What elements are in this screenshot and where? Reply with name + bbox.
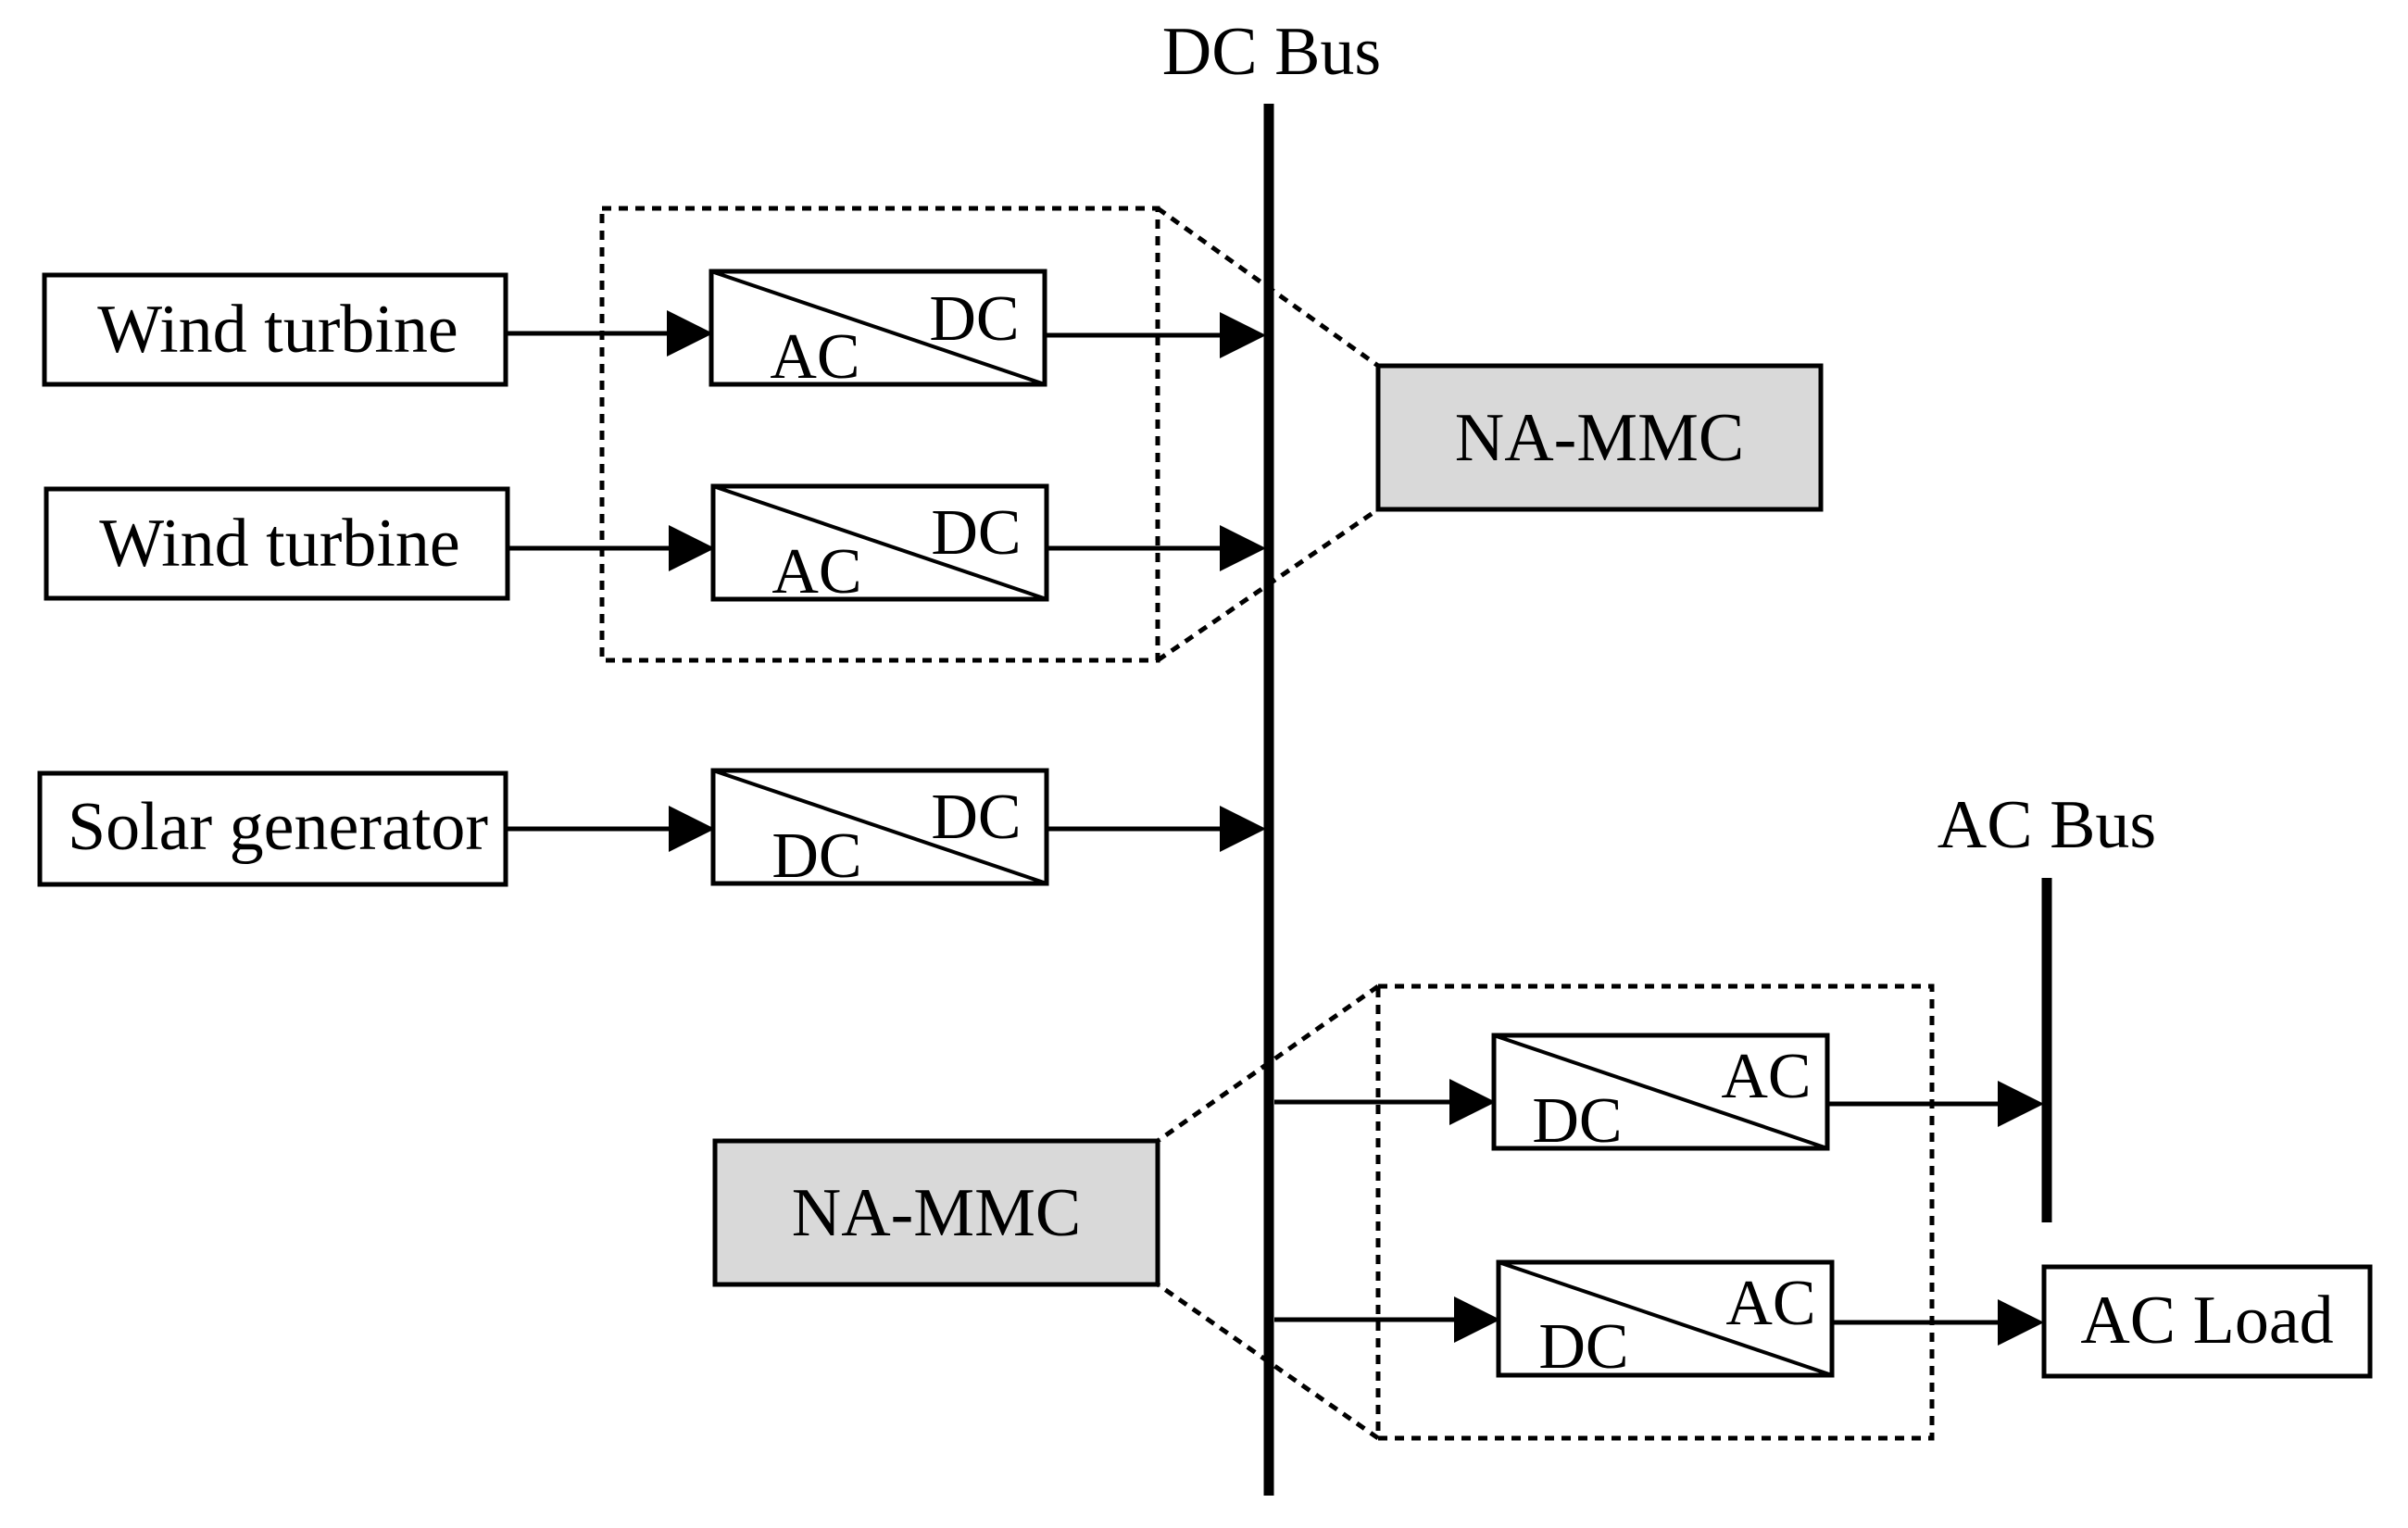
solar-generator-label: Solar generator (68, 789, 488, 865)
wind-converter-group (599, 206, 1160, 663)
ac-bus-label: AC Bus (1938, 787, 2156, 863)
na-mmc-top: NA-MMC (1375, 363, 1824, 512)
converter-2-in-label: AC (771, 536, 861, 607)
ac-load: AC Load (2041, 1264, 2373, 1379)
na-mmc-top-label: NA-MMC (1455, 400, 1744, 476)
converter-5-in-label: DC (1538, 1311, 1628, 1383)
wind-turbine-2-label: Wind turbine (99, 506, 460, 582)
bottom-zoom-line-lower (1156, 1282, 1380, 1441)
top-zoom-line-upper (1156, 206, 1380, 369)
converter-dc-ac-1: DC AC (1491, 1033, 1830, 1157)
ac-load-label: AC Load (2080, 1283, 2333, 1359)
dc-bus-label: DC Bus (1162, 14, 1381, 90)
converter-ac-dc-1: AC DC (709, 269, 1047, 393)
converter-1-in-label: AC (770, 321, 859, 393)
converter-4-out-label: AC (1721, 1041, 1811, 1112)
wind-turbine-2: Wind turbine (44, 486, 510, 601)
converter-dc-ac-2: DC AC (1496, 1259, 1835, 1383)
converter-5-out-label: AC (1725, 1268, 1815, 1339)
converter-dc-dc: DC DC (710, 768, 1049, 892)
na-mmc-bottom: NA-MMC (712, 1138, 1160, 1287)
wind-turbine-1-label: Wind turbine (97, 292, 458, 368)
solar-generator: Solar generator (37, 770, 508, 887)
top-zoom-line-lower (1156, 507, 1380, 663)
na-mmc-bottom-label: NA-MMC (792, 1175, 1081, 1251)
converter-4-in-label: DC (1532, 1085, 1622, 1157)
converter-ac-dc-2: AC DC (710, 483, 1049, 607)
output-converter-group (1375, 983, 1935, 1441)
converter-3-in-label: DC (771, 820, 861, 892)
wind-turbine-1: Wind turbine (42, 272, 508, 387)
converter-3-out-label: DC (931, 782, 1021, 853)
bottom-zoom-line-upper (1156, 983, 1380, 1144)
converter-2-out-label: DC (931, 497, 1021, 569)
converter-1-out-label: DC (929, 283, 1019, 355)
